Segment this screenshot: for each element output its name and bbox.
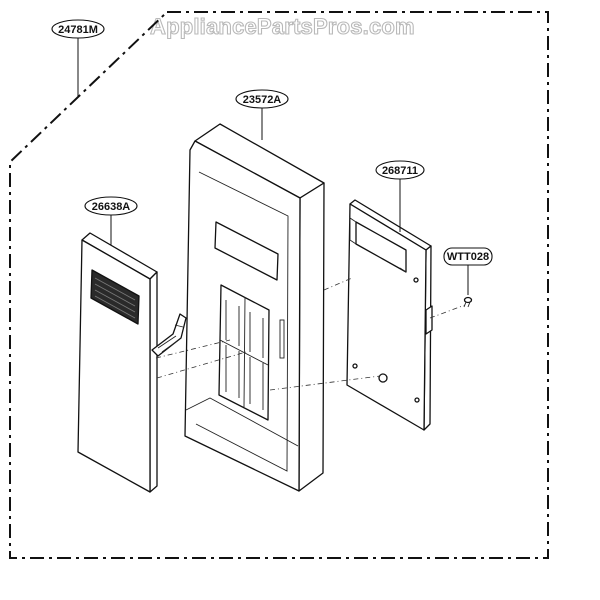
callout-screw-bubble bbox=[443, 247, 493, 266]
front-housing-side bbox=[298, 182, 325, 492]
callout-frame[interactable]: 24781M bbox=[51, 19, 105, 98]
assembly-boundary bbox=[9, 11, 549, 559]
callout-control-board-bubble bbox=[375, 160, 425, 180]
screw-shank bbox=[463, 301, 471, 308]
membrane-panel-display-window bbox=[90, 269, 140, 325]
explode-line-panel-to-housing bbox=[155, 339, 231, 359]
callout-membrane-panel-label: 26638A bbox=[92, 201, 131, 213]
control-board-mount-hole-2 bbox=[413, 277, 419, 283]
front-housing[interactable] bbox=[184, 123, 325, 492]
callout-front-housing[interactable]: 23572A bbox=[235, 89, 289, 140]
callout-screw-label: WTT028 bbox=[447, 251, 489, 263]
explode-line-board-to-screw bbox=[429, 304, 466, 319]
front-housing-lower-lip bbox=[185, 397, 299, 447]
callout-frame-bubble bbox=[51, 19, 105, 39]
screw[interactable] bbox=[463, 296, 473, 308]
explode-line-panel-to-housing-lower bbox=[156, 351, 247, 379]
front-housing-bevel bbox=[195, 171, 289, 472]
callout-membrane-panel[interactable]: 26638A bbox=[84, 196, 138, 245]
control-board-mount-hole-center bbox=[378, 373, 388, 383]
callout-frame-label: 24781M bbox=[58, 24, 98, 36]
front-housing-keypad-grid bbox=[219, 296, 269, 410]
front-housing-side-slot bbox=[279, 319, 285, 359]
front-housing-display-window bbox=[214, 221, 279, 281]
control-board-display-depth bbox=[349, 217, 407, 273]
control-board-connector-tab bbox=[425, 305, 433, 335]
callout-front-housing-bubble bbox=[235, 89, 289, 109]
control-board-mount-hole-3 bbox=[414, 397, 420, 403]
membrane-panel-ribbon-lines bbox=[157, 324, 184, 353]
exploded-view-lines bbox=[155, 277, 466, 391]
watermark-text: AppliancePartsPros.com bbox=[150, 14, 415, 39]
membrane-panel-display-hatch bbox=[94, 277, 136, 319]
membrane-panel-face bbox=[77, 239, 151, 493]
membrane-panel-ribbon-cable bbox=[151, 313, 187, 357]
explode-line-housing-to-board-top bbox=[323, 277, 353, 291]
control-board[interactable] bbox=[346, 199, 433, 431]
callout-control-board-label: 268711 bbox=[382, 165, 418, 177]
control-board-mount-hole-1 bbox=[352, 363, 358, 369]
callout-membrane-panel-bubble bbox=[84, 196, 138, 216]
screw-head bbox=[463, 296, 473, 304]
callout-control-board[interactable]: 268711 bbox=[375, 160, 425, 232]
membrane-panel-edge bbox=[149, 271, 158, 493]
callout-front-housing-label: 23572A bbox=[243, 94, 282, 106]
membrane-panel[interactable] bbox=[77, 232, 187, 493]
explode-line-housing-to-board-bottom bbox=[269, 375, 381, 391]
callout-screw[interactable]: WTT028 bbox=[443, 247, 493, 295]
